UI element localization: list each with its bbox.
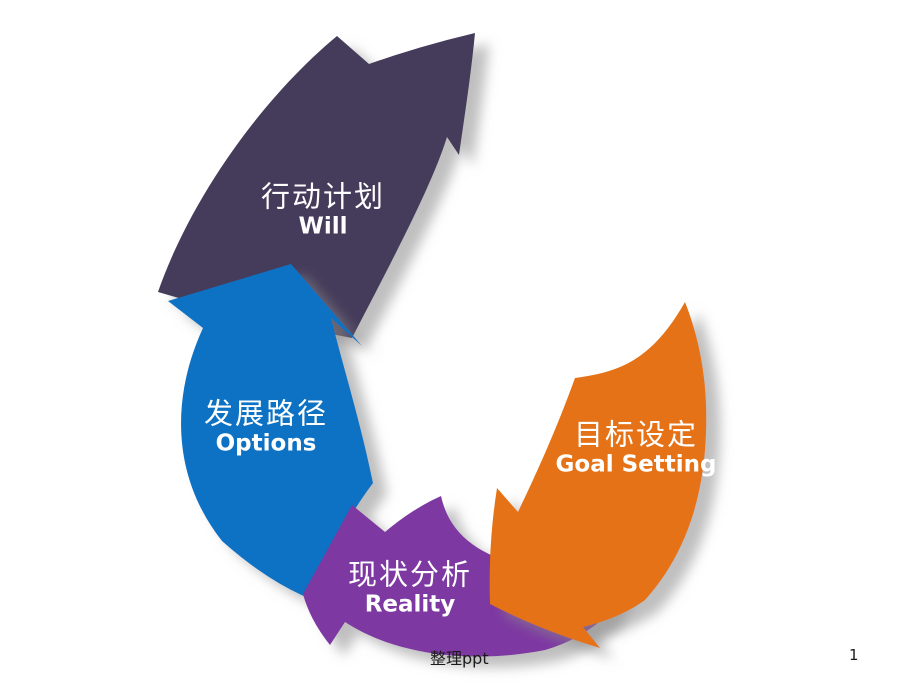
options-arrow-shape bbox=[168, 264, 373, 600]
will-arrow-shape bbox=[158, 33, 475, 338]
goal-setting-arrow-shape bbox=[489, 302, 707, 648]
footer-note: 整理ppt bbox=[430, 649, 489, 668]
page-number: 1 bbox=[849, 646, 859, 664]
